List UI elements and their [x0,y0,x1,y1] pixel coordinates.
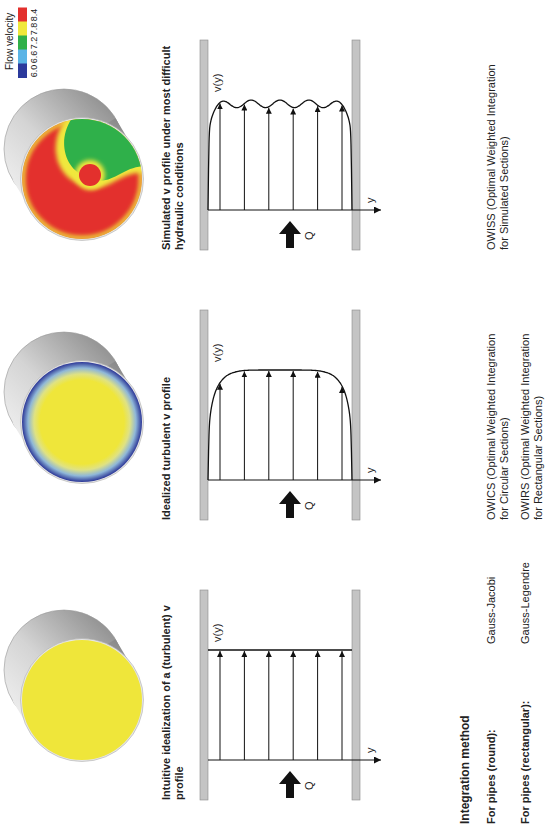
velocity-arrow [244,651,245,760]
velocity-arrow [268,651,269,760]
legend-swatch [18,36,27,51]
simulated-face [22,110,151,239]
velocity-arrow [342,387,343,480]
pipe-rim [21,361,144,484]
axis-label: y [364,468,377,474]
legend-title: Flow velocity [4,13,16,70]
section-heading: Integration method [458,715,472,824]
profile-diagram [200,310,381,520]
legend-swatch [18,64,27,79]
legend-swatch [18,8,27,23]
legend-swatch [18,50,27,65]
face-red-spot [79,164,101,186]
pipe-wall [200,590,208,800]
color-scale [18,8,27,79]
velocity-arrow [342,106,343,210]
velocity-arrow [220,384,221,480]
velocity-arrow [293,371,294,480]
profile-caption: Intuitive idealization of a (turbulent) … [160,595,186,800]
legend-value: 8.4 [29,9,40,22]
row-label: For pipes (round): [485,729,498,824]
face-yellow-ring [75,160,105,190]
pipe-rim [21,639,144,762]
method-name: OWISS (Optimal Weighted Integration for … [485,50,511,250]
row-label: For pipes (rectangular): [519,701,532,824]
velocity-arrow [293,651,294,760]
pipe-wall [200,310,208,520]
legend-value: 6.0 [29,65,40,78]
axis-label: y [364,748,377,754]
velocity-arrow [268,371,269,480]
axis-label: v(y) [211,344,224,362]
y-axis [208,760,381,761]
profile-diagram [200,40,381,250]
velocity-arrow [317,106,318,210]
flow-label: Q [303,781,316,790]
flow-label: Q [303,231,316,240]
uniform-face [22,640,142,760]
legend-swatch [18,22,27,37]
velocity-arrow [220,651,221,760]
method-name: Gauss-Jacobi [485,577,498,644]
method-name: OWIRS (Optimal Weighted Integration for … [519,320,545,520]
velocity-arrow [293,109,294,210]
flow-arrow [279,771,301,798]
profile-diagram [200,590,381,800]
profile-caption: Idealized turbulent v profile [160,315,173,520]
turbulent-face [22,362,142,482]
y-axis [208,210,381,211]
axis-label: v(y) [211,74,224,92]
flow-label: Q [303,501,316,510]
flow-arrow [279,491,301,518]
pipe-wall [352,40,360,250]
velocity-arrow [244,371,245,480]
y-axis [208,480,381,481]
velocity-arrow [268,108,269,210]
velocity-arrow [317,372,318,480]
pipe-cylinder [4,332,144,484]
flow-arrow [279,221,301,248]
axis-label: v(y) [211,624,224,642]
pipe-cylinder [4,610,144,762]
pipe-wall [352,310,360,520]
profile-curve [208,370,352,480]
profile-curve [208,100,352,210]
profile-caption: Simulated v profile under most difficult… [160,45,186,250]
legend-value: 6.6 [29,51,40,64]
method-name: Gauss-Legendre [519,562,532,644]
velocity-arrow [220,103,221,210]
legend-value: 7.2 [29,37,40,50]
pipe-cylinder [4,89,151,241]
profile-curve [208,649,352,650]
velocity-arrow [244,105,245,210]
pipe-wall [352,590,360,800]
axis-label: y [364,198,377,204]
method-name: OWICS (Optimal Weighted Integration for … [485,320,511,520]
pipe-wall [200,40,208,250]
legend-value: 7.8 [29,23,40,36]
velocity-arrow [342,651,343,760]
velocity-arrow [317,651,318,760]
